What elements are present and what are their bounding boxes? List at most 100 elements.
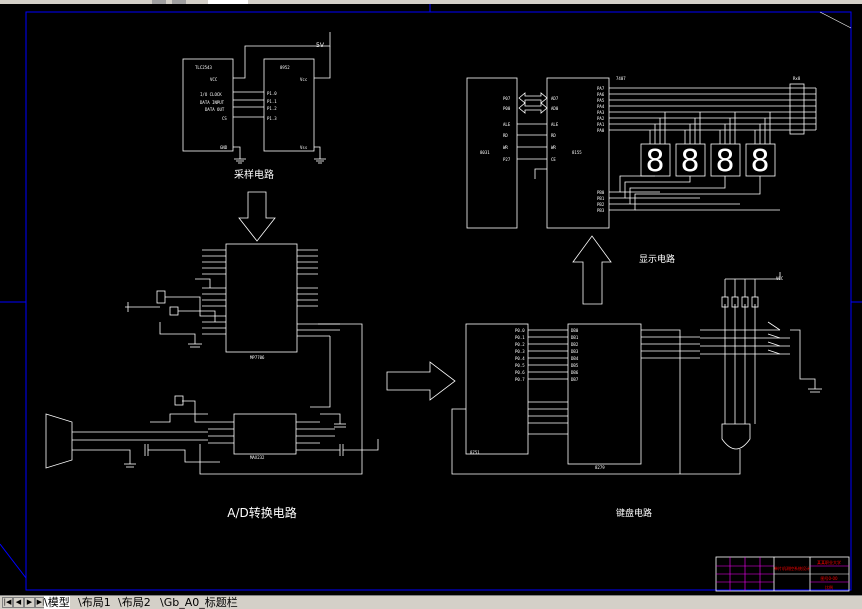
toolbar-strip	[0, 0, 862, 4]
down-arrow	[238, 191, 276, 242]
svg-text:PB3: PB3	[597, 208, 605, 213]
tab-model[interactable]: 模型	[44, 596, 70, 609]
cad-drawing[interactable]: 8 8 8 8 5V 采样电路 A/D转换电路 显示电路 键盘电路 TLC254…	[0, 4, 862, 595]
seven-seg-digit-4	[745, 143, 776, 177]
keypad-lines	[700, 272, 790, 424]
svg-text:CS: CS	[222, 116, 227, 121]
svg-text:DB6: DB6	[571, 370, 579, 375]
svg-text:WR: WR	[503, 145, 508, 150]
keyboard-mcu-chip	[465, 323, 529, 455]
svg-text:P0.0: P0.0	[515, 328, 525, 333]
svg-text:I/O CLOCK: I/O CLOCK	[200, 92, 222, 97]
svg-text:ALE: ALE	[551, 122, 559, 127]
svg-text:PA7: PA7	[597, 86, 605, 91]
svg-text:PA3: PA3	[597, 110, 605, 115]
svg-text:P0.4: P0.4	[515, 356, 525, 361]
tlc-chip	[182, 58, 234, 152]
svg-text:P0.5: P0.5	[515, 363, 525, 368]
chip-name: 7407	[616, 76, 626, 81]
svg-text:P0.7: P0.7	[515, 377, 525, 382]
svg-text:PA2: PA2	[597, 116, 605, 121]
label-ad-conversion: A/D转换电路	[227, 505, 297, 520]
tab-layout1[interactable]: 布局1	[78, 596, 111, 609]
title-drawing-no: 图号0-00	[820, 575, 838, 581]
chip-name: MAX232	[250, 455, 265, 460]
keyboard-controller-chip	[567, 323, 642, 465]
lower-chip	[233, 413, 297, 455]
svg-text:PA5: PA5	[597, 98, 605, 103]
chip-name: 8155	[572, 150, 582, 155]
svg-text:P00: P00	[503, 106, 511, 111]
svg-text:P1.1: P1.1	[267, 99, 277, 104]
toolbar-button[interactable]	[152, 0, 166, 4]
svg-text:PB1: PB1	[597, 196, 605, 201]
digit-3-text: 8	[715, 144, 734, 179]
svg-text:DATA OUT: DATA OUT	[205, 107, 225, 112]
svg-text:WR: WR	[551, 145, 556, 150]
up-arrow	[572, 235, 612, 305]
u7-pin-labels: P0.0 P0.1 P0.2 P0.3 P0.4 P0.5 P0.6 P0.7	[515, 328, 525, 382]
gate-symbol	[721, 423, 751, 450]
chip-name: 8031	[480, 150, 490, 155]
title-block: 某某职业大学 单片机测控系统设计 图号0-00 比例	[715, 556, 850, 592]
svg-text:Vss: Vss	[300, 145, 308, 150]
tab-title-block[interactable]: Gb_A0_标题栏	[160, 596, 238, 609]
u3-pin-labels: AD7 AD0 ALE RD WR CE PA7 PA6 PA5 PA4 PA3…	[551, 86, 605, 213]
svg-text:DB1: DB1	[571, 335, 579, 340]
u1-chip	[263, 58, 315, 152]
sheet-border	[25, 11, 852, 591]
chip-name: MP7706	[250, 355, 265, 360]
right-arrow	[386, 361, 456, 401]
title-school: 某某职业大学	[817, 559, 841, 565]
digit-1-text: 8	[645, 144, 664, 179]
bus-arrow	[518, 92, 548, 104]
tlc-pin-labels: VCC I/O CLOCK DATA INPUT DATA OUT CS GND	[200, 77, 228, 150]
svg-text:P0.6: P0.6	[515, 370, 525, 375]
toolbar-field[interactable]	[208, 0, 248, 4]
svg-text:P07: P07	[503, 96, 511, 101]
svg-text:DATA INPUT: DATA INPUT	[200, 100, 225, 105]
svg-text:VCC: VCC	[210, 77, 218, 82]
svg-text:AD7: AD7	[551, 96, 559, 101]
next-tab-button[interactable]: ▶	[24, 597, 35, 608]
svg-text:Vcc: Vcc	[300, 77, 308, 82]
vcc-label: VCC	[776, 276, 784, 281]
svg-text:RD: RD	[551, 133, 556, 138]
label-sampling: 采样电路	[234, 168, 274, 181]
svg-text:DB0: DB0	[571, 328, 579, 333]
chip-name: TLC2543	[195, 65, 212, 70]
svg-text:P0.1: P0.1	[515, 335, 525, 340]
svg-text:DB3: DB3	[571, 349, 579, 354]
svg-text:CE: CE	[551, 157, 556, 162]
supply-label: 5V	[316, 42, 325, 49]
display-latch-chip	[546, 77, 610, 229]
label-keyboard: 键盘电路	[616, 507, 652, 519]
svg-text:P27: P27	[503, 157, 511, 162]
layout-tab-bar: |◀ ◀ ▶ ▶| 模型 布局1 布局2 Gb_A0_标题栏	[0, 595, 862, 609]
chip-name: 8279	[595, 465, 605, 470]
svg-text:PA4: PA4	[597, 104, 605, 109]
segment-bus	[609, 87, 817, 131]
svg-text:P1.3: P1.3	[267, 116, 277, 121]
tab-layout2[interactable]: 布局2	[118, 596, 151, 609]
chip-name: 8751	[470, 450, 480, 455]
svg-text:PB0: PB0	[597, 190, 605, 195]
resistor-pack	[789, 83, 805, 135]
resistor-label: Rx8	[793, 76, 801, 81]
chip-name: 8952	[280, 65, 290, 70]
drawing-canvas[interactable]: 8 8 8 8 5V 采样电路 A/D转换电路 显示电路 键盘电路 TLC254…	[0, 4, 862, 595]
first-tab-button[interactable]: |◀	[2, 597, 13, 608]
svg-text:DB7: DB7	[571, 377, 579, 382]
keyboard-databus	[528, 329, 568, 435]
svg-text:GND: GND	[220, 145, 228, 150]
seven-seg-digit-1	[640, 143, 671, 177]
bus-arrow	[518, 102, 548, 114]
svg-text:PA1: PA1	[597, 122, 605, 127]
svg-text:DB4: DB4	[571, 356, 579, 361]
svg-text:P1.2: P1.2	[267, 106, 277, 111]
toolbar-button[interactable]	[172, 0, 186, 4]
svg-text:P0.2: P0.2	[515, 342, 525, 347]
prev-tab-button[interactable]: ◀	[13, 597, 24, 608]
svg-text:DB5: DB5	[571, 363, 579, 368]
svg-text:PA6: PA6	[597, 92, 605, 97]
